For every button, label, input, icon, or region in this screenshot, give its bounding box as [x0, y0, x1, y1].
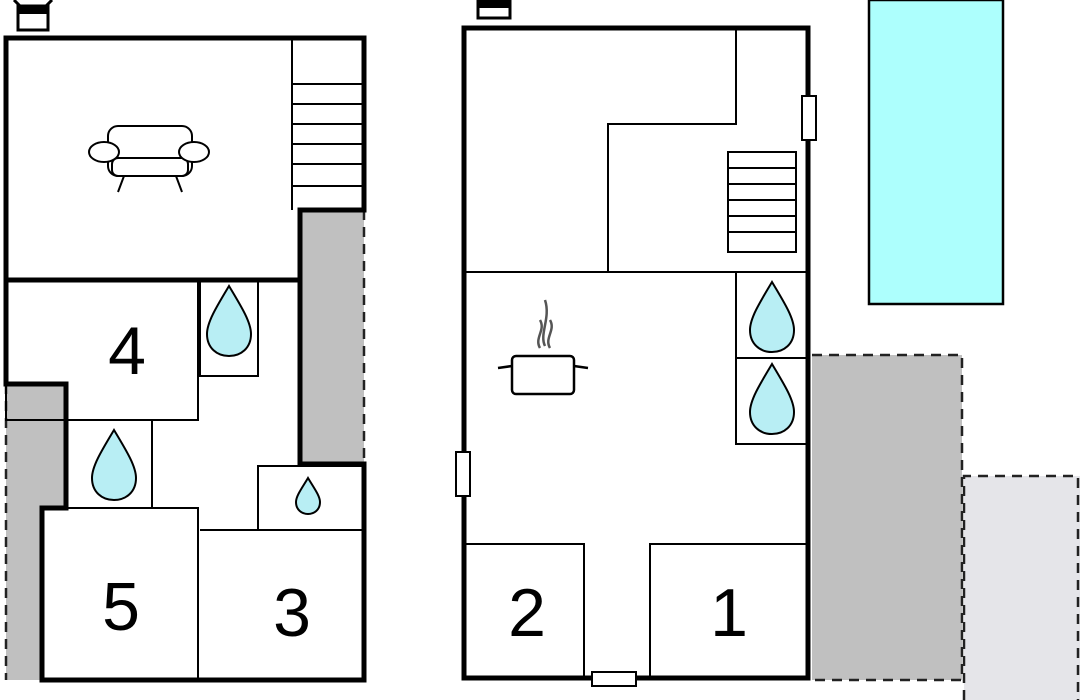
left-building: [3, 0, 367, 683]
room-label-4: 4: [108, 313, 146, 389]
entrance-icon: [12, 0, 54, 32]
room-label-2: 2: [508, 575, 546, 651]
cooking-pot-icon: [497, 299, 589, 396]
entrance-icon: [476, 0, 512, 20]
terrace-right: [812, 355, 962, 680]
terrace-left-bottom: [6, 384, 66, 508]
water-drop-icon: [206, 285, 252, 357]
right-building: [455, 0, 817, 687]
water-drop-icon: [749, 281, 795, 353]
stairs-icon: [292, 83, 362, 187]
stairs-icon: [727, 151, 797, 253]
terrace-left-strip: [302, 210, 364, 464]
water-drop-icon: [91, 429, 137, 501]
terrace-left-lower: [6, 508, 42, 680]
room-label-1: 1: [710, 575, 748, 651]
water-drop-icon: [749, 363, 795, 435]
window-icon: [591, 671, 637, 687]
yard: [964, 476, 1080, 700]
pool: [867, 0, 1005, 306]
room-label-3: 3: [273, 575, 311, 651]
window-icon: [801, 95, 817, 141]
window-icon: [455, 451, 471, 497]
room-label-5: 5: [102, 569, 140, 645]
water-drop-icon: [294, 476, 322, 516]
sofa-icon: [88, 125, 210, 193]
